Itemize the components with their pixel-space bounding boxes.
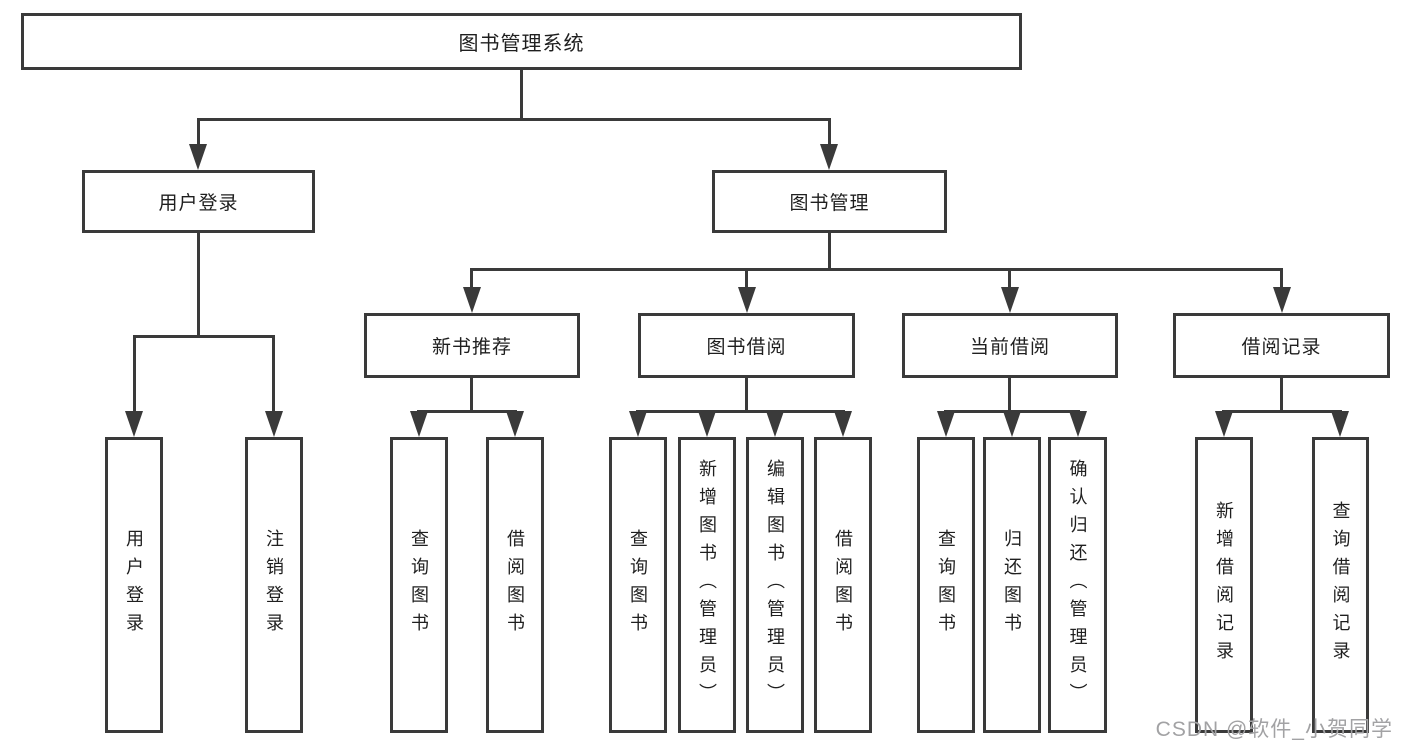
arrow-down-icon [189, 144, 207, 170]
leaf-query-books-current: 查询图书 [917, 437, 975, 733]
node-library-management-system: 图书管理系统 [21, 13, 1022, 70]
connector-current-drop [1008, 268, 1011, 289]
node-book-borrowing: 图书借阅 [638, 313, 855, 378]
node-borrowing-records: 借阅记录 [1173, 313, 1390, 378]
arrow-down-icon [629, 411, 647, 437]
arrow-down-icon [820, 144, 838, 170]
arrow-down-icon [506, 411, 524, 437]
arrow-down-icon [937, 411, 955, 437]
connector-recommend-rail [417, 410, 517, 413]
node-book-management-label: 图书管理 [789, 193, 870, 214]
csdn-watermark: CSDN @软件_小贺同学 [1155, 718, 1393, 741]
leaf-confirm-return-admin: 确认归还（管理员） [1048, 437, 1107, 733]
leaf-logout: 注销登录 [245, 437, 303, 733]
arrow-down-icon [698, 411, 716, 437]
connector-current-stem [1008, 377, 1011, 413]
arrow-down-icon [1069, 411, 1087, 437]
arrow-down-icon [738, 287, 756, 313]
connector-logout-drop [272, 335, 275, 413]
connector-login-stem [197, 233, 200, 338]
node-current-borrowing-label: 当前借阅 [969, 337, 1050, 358]
leaf-add-books-admin: 新增图书（管理员） [678, 437, 736, 733]
leaf-borrow-books-label: 借阅图书 [833, 529, 853, 641]
leaf-confirm-return-admin-label: 确认归还（管理员） [1067, 459, 1088, 711]
leaf-return-books: 归还图书 [983, 437, 1041, 733]
connector-records-stem [1280, 377, 1283, 413]
leaf-borrow-books-recommend: 借阅图书 [486, 437, 544, 733]
connector-recommend-stem [470, 377, 473, 413]
connector-level2-rail [197, 118, 831, 121]
connector-level3-rail [471, 268, 1283, 271]
node-root-label: 图书管理系统 [458, 33, 585, 55]
leaf-add-books-admin-label: 新增图书（管理员） [697, 459, 717, 711]
leaf-query-books-label: 查询图书 [628, 529, 648, 641]
node-new-book-recommend: 新书推荐 [364, 313, 580, 378]
arrow-down-icon [265, 411, 283, 437]
leaf-query-books-recommend: 查询图书 [390, 437, 448, 733]
leaf-query-books-label: 查询图书 [409, 529, 429, 641]
connector-user-login-drop [197, 118, 200, 146]
leaf-logout-label: 注销登录 [264, 529, 284, 641]
leaf-borrow-books-label: 借阅图书 [505, 529, 525, 641]
node-book-borrowing-label: 图书借阅 [706, 337, 787, 358]
leaf-edit-books-admin: 编辑图书（管理员） [746, 437, 804, 733]
node-current-borrowing: 当前借阅 [902, 313, 1118, 378]
arrow-down-icon [1273, 287, 1291, 313]
leaf-borrow-books: 借阅图书 [814, 437, 872, 733]
node-new-book-recommend-label: 新书推荐 [431, 337, 512, 358]
connector-book-mgmt-drop [828, 118, 831, 146]
node-user-login: 用户登录 [82, 170, 315, 233]
connector-login-rail [133, 335, 275, 338]
arrow-down-icon [1003, 411, 1021, 437]
connector-recommend-drop [470, 268, 473, 289]
arrow-down-icon [1001, 287, 1019, 313]
leaf-user-login-label: 用户登录 [124, 529, 144, 641]
connector-login-drop [133, 335, 136, 413]
leaf-query-borrow-record: 查询借阅记录 [1312, 437, 1369, 733]
leaf-return-books-label: 归还图书 [1002, 529, 1022, 641]
arrow-down-icon [1331, 411, 1349, 437]
leaf-add-borrow-record-label: 新增借阅记录 [1214, 501, 1234, 669]
connector-borrow-drop [745, 268, 748, 289]
arrow-down-icon [766, 411, 784, 437]
connector-borrow-rail [636, 410, 845, 413]
leaf-query-books-borrow: 查询图书 [609, 437, 667, 733]
arrow-down-icon [125, 411, 143, 437]
node-user-login-label: 用户登录 [158, 193, 239, 214]
leaf-user-login: 用户登录 [105, 437, 163, 733]
leaf-query-borrow-record-label: 查询借阅记录 [1330, 501, 1351, 669]
connector-root-stem [520, 70, 523, 118]
node-borrowing-records-label: 借阅记录 [1241, 337, 1322, 358]
connector-borrow-stem [745, 377, 748, 413]
connector-records-drop [1280, 268, 1283, 289]
leaf-query-books-label: 查询图书 [936, 529, 956, 641]
connector-records-rail [1222, 410, 1342, 413]
node-book-management: 图书管理 [712, 170, 947, 233]
connector-book-mgmt-stem [828, 233, 831, 271]
arrow-down-icon [410, 411, 428, 437]
arrow-down-icon [834, 411, 852, 437]
arrow-down-icon [1215, 411, 1233, 437]
leaf-add-borrow-record: 新增借阅记录 [1195, 437, 1253, 733]
leaf-edit-books-admin-label: 编辑图书（管理员） [765, 459, 785, 711]
arrow-down-icon [463, 287, 481, 313]
